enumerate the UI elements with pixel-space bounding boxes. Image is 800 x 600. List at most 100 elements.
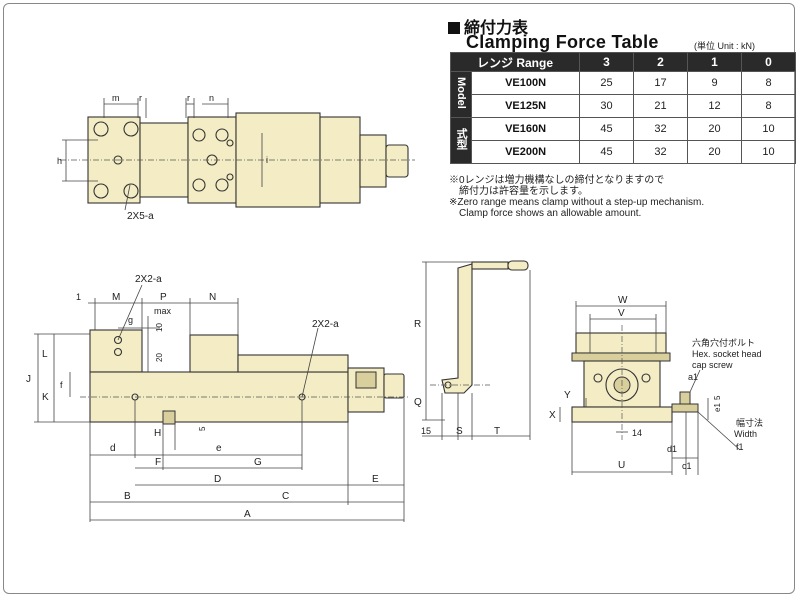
dim-10-label: 10 (155, 323, 164, 332)
value-cell: 32 (633, 140, 688, 164)
end-view: W V X Y 14 U d1 c1 a1 e1 5 六角穴付ボルト Hex. … (549, 295, 763, 475)
dim-a1-label: a1 (688, 372, 698, 382)
width-label-jp: 幅寸法 (736, 417, 763, 428)
slide-block (237, 354, 349, 373)
dim-n-label: n (209, 93, 214, 103)
table-row: Model VE100N 25 17 9 8 (449, 71, 796, 118)
dim-A-label: A (244, 509, 251, 520)
dim-m-label: m (112, 93, 120, 103)
hole-icon (215, 128, 229, 142)
hole-icon (123, 121, 139, 137)
hole-icon (192, 178, 206, 192)
screw-collar (355, 371, 377, 389)
dim-R-label: R (414, 319, 421, 330)
movable-jaw (189, 334, 239, 373)
dim-G-label: G (254, 457, 262, 468)
handle-arm (441, 263, 473, 394)
end-jaw (575, 332, 667, 354)
dim-T-label: T (494, 426, 500, 437)
bolt-label-jp: 六角穴付ボルト (692, 337, 755, 348)
model-cell: VE100N (471, 71, 580, 95)
range-col-3: 3 (579, 52, 634, 72)
dim-H-label: H (154, 428, 161, 439)
note-line: Clamp force shows an allowable amount. (449, 208, 642, 219)
model-cell: VE160N (471, 117, 580, 141)
dim-V-label: V (618, 308, 625, 319)
dim-J-label: J (26, 374, 31, 385)
square-bullet-icon (448, 22, 460, 34)
table-title-en: Clamping Force Table (466, 32, 659, 52)
end-jaw-plate (571, 352, 671, 362)
value-cell: 10 (741, 117, 796, 141)
group-label-model: Model (449, 71, 473, 118)
dim-5-label: 5 (198, 426, 207, 431)
dim-h-label: h (57, 156, 62, 166)
cap-screw-head (679, 391, 691, 405)
value-cell: 12 (687, 94, 742, 118)
hole-icon (226, 139, 234, 147)
value-cell: 32 (633, 117, 688, 141)
dim-i-label: i (266, 155, 268, 165)
hole-icon (113, 347, 123, 357)
note-line: ※0レンジは増力機構なしの締付となりますので (449, 175, 665, 186)
dim-d-label: d (110, 443, 116, 454)
value-cell: 45 (579, 117, 634, 141)
value-cell: 10 (741, 140, 796, 164)
table-title-jp: 締付力表 (448, 14, 528, 38)
model-cell: VE125N (471, 94, 580, 118)
bolt-label-en1: Hex. socket head (692, 349, 762, 359)
holes-label: 2X5-a (127, 211, 154, 222)
dim-14-label: 14 (632, 428, 642, 438)
dim-d1-label: d1 (667, 444, 677, 454)
range-col-2: 2 (633, 52, 688, 72)
dim-f-label: f (60, 380, 63, 390)
dim-r2-label: r (187, 93, 190, 103)
hole-icon (192, 128, 206, 142)
clamp-plate (671, 403, 699, 413)
dim-f1-label: f1 (736, 442, 744, 452)
dim-S-label: S (456, 426, 463, 437)
range-col-0: 0 (741, 52, 796, 72)
dim-M-label: M (112, 292, 120, 303)
dim-L-label: L (42, 349, 48, 360)
hole-icon (123, 183, 139, 199)
dim-g-label: g (128, 315, 133, 325)
holes-top-label: 2X2-a (135, 274, 162, 285)
screw-end (383, 373, 405, 399)
dim-1-label: 1 (76, 292, 81, 302)
hole-icon (593, 373, 603, 383)
range-col-1: 1 (687, 52, 742, 72)
dim-20-label: 20 (155, 353, 164, 362)
value-cell: 9 (687, 71, 742, 95)
handle-view: R Q 15 S T (414, 260, 531, 440)
top-view-screw-end (385, 144, 409, 178)
dim-N-label: N (209, 292, 216, 303)
hole-icon (93, 183, 109, 199)
dim-F-label: F (155, 457, 161, 468)
dim-max-label: max (154, 306, 172, 316)
dim-X-label: X (549, 410, 556, 421)
dim-5-end-label: 5 (713, 395, 722, 400)
hole-icon (226, 173, 234, 181)
dim-E-label: E (372, 474, 379, 485)
dim-K-label: K (42, 392, 49, 403)
dim-D-label: D (214, 474, 221, 485)
dim-r1-label: r (139, 93, 142, 103)
side-view: 1 M P N 2X2-a 2X2-a g max 10 20 J L K f … (26, 274, 410, 522)
hole-icon (93, 121, 109, 137)
table-header-row: レンジ Range 3 2 1 0 (450, 52, 796, 72)
value-cell: 25 (579, 71, 634, 95)
dim-W-label: W (618, 295, 628, 306)
value-cell: 20 (687, 117, 742, 141)
model-cell: VE200N (471, 140, 580, 164)
bolt-label-en2: cap screw (692, 360, 733, 370)
dim-U-label: U (618, 460, 625, 471)
dim-e-label: e (216, 443, 222, 454)
note-line: ※Zero range means clamp without a step-u… (449, 197, 705, 208)
value-cell: 8 (741, 71, 796, 95)
hole-icon (215, 178, 229, 192)
dim-e1-label: e1 (713, 403, 722, 412)
table-notes: ※0レンジは増力機構なしの締付となりますので 締付力は許容量を示します。 ※Ze… (449, 175, 789, 219)
top-view: m r r n h i 2X5-a (57, 93, 415, 222)
